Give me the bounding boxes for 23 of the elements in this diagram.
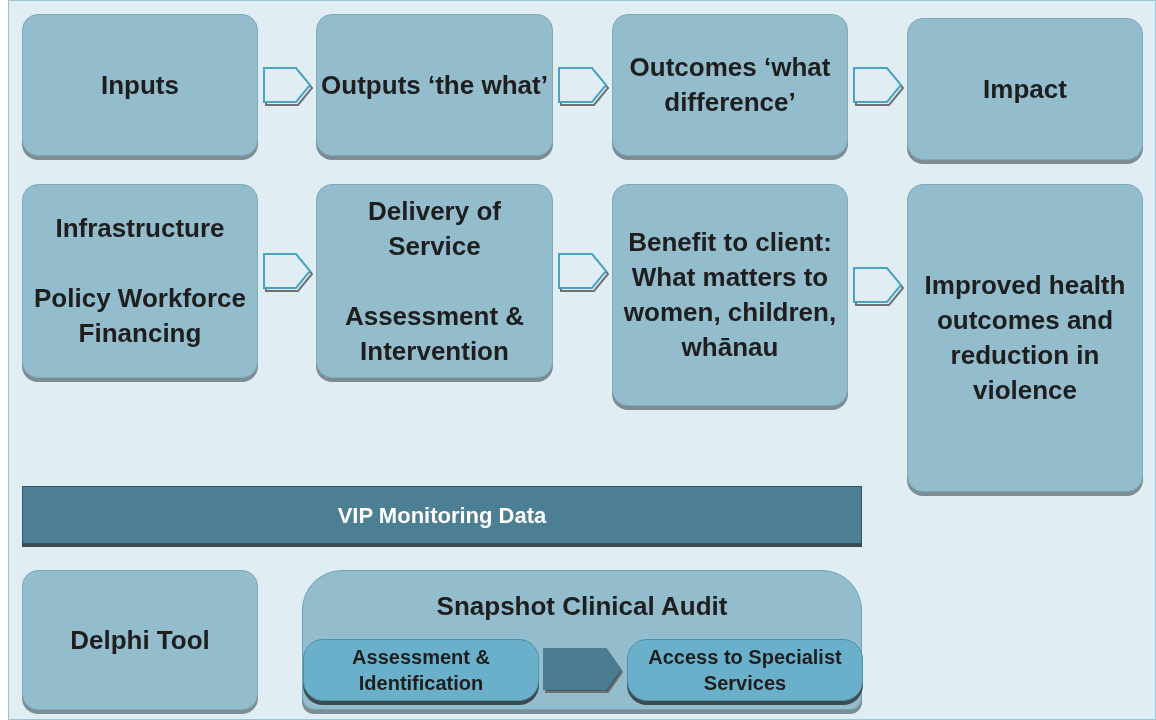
box-text: Policy Workforce Financing <box>33 282 247 350</box>
banner-bar <box>22 486 862 544</box>
group-heading: Snapshot Clinical Audit <box>436 590 728 623</box>
chevron-arrow <box>263 253 314 292</box>
box-text: Infrastructure <box>55 212 225 245</box>
chevron-arrow <box>263 67 314 106</box>
box-text: Improved health outcomes and reduction in violence <box>923 269 1127 407</box>
chevron-arrow <box>558 253 610 292</box>
box-text: Delphi Tool <box>70 623 210 657</box>
chevron-arrow <box>853 267 905 306</box>
box-text: Assessment & Identification <box>351 645 491 696</box>
chevron-arrow <box>853 67 905 106</box>
box-text: Benefit to client: What matters to women, children, whānau <box>622 226 838 364</box>
box-text: Inputs <box>101 68 179 102</box>
box-text: Impact <box>983 72 1067 106</box>
box-text: Access to Specialist Services <box>647 645 843 696</box>
box-text: Outputs ‘the what’ <box>321 68 548 102</box>
chevron-arrow <box>543 648 624 693</box>
chevron-arrow <box>558 67 610 106</box>
box-text: Outcomes ‘what difference’ <box>628 51 832 119</box>
box-text: Assessment & Intervention <box>343 299 526 368</box>
box-text: VIP Monitoring Data <box>337 501 547 530</box>
box-text: Delivery of Service <box>367 194 502 263</box>
